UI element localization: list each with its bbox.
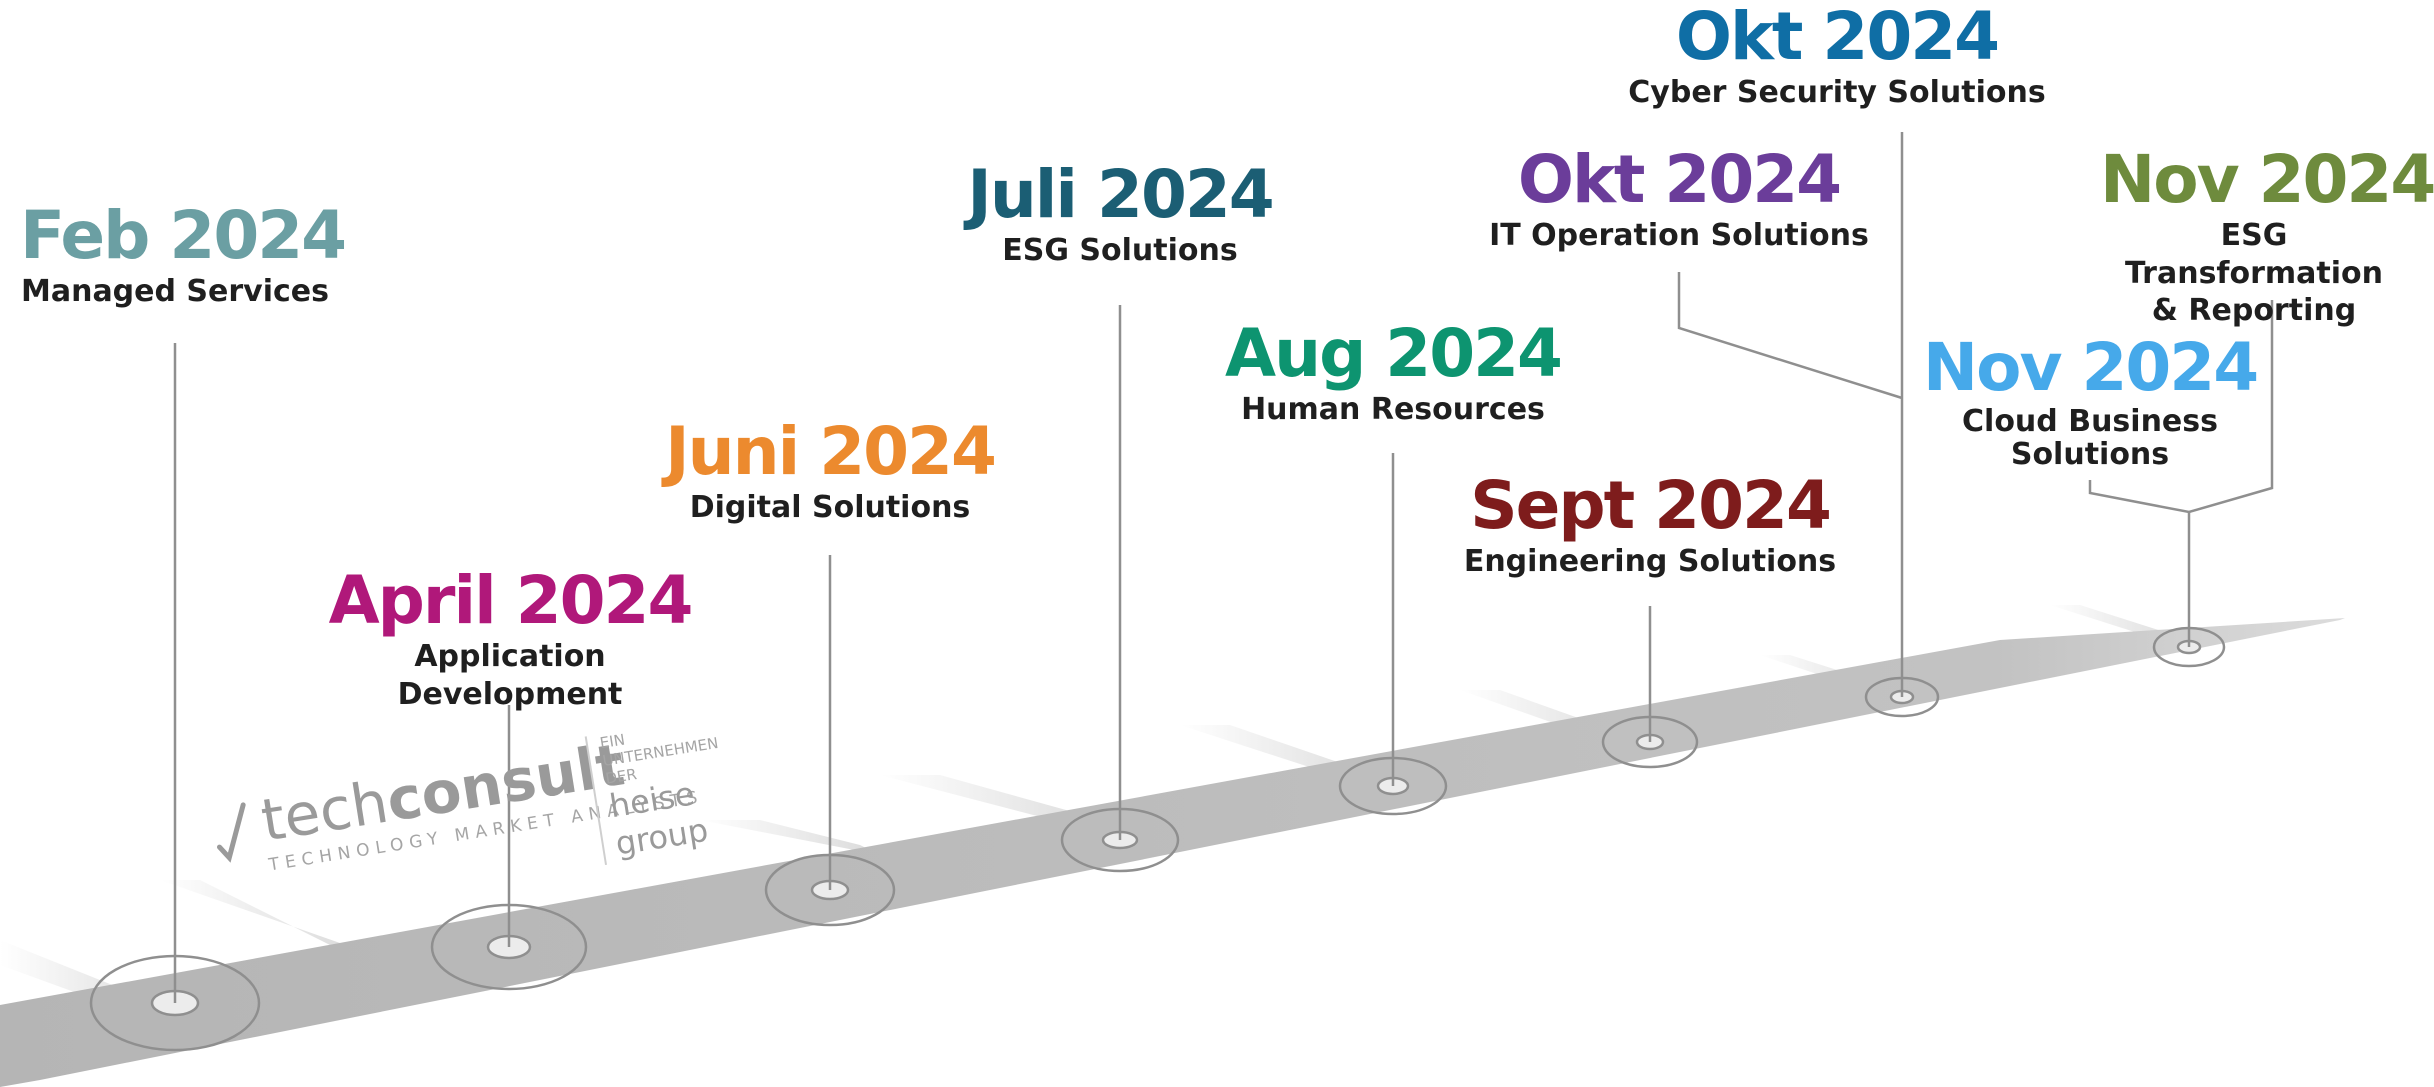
- milestone-markers: [89, 132, 2274, 1052]
- milestone-marker-sept: [1601, 606, 1699, 769]
- milestone-marker-nov: [2088, 300, 2274, 668]
- milestone-topic: Engineering Solutions: [1463, 544, 1837, 579]
- milestone-marker-feb: [89, 343, 261, 1052]
- techconsult-logo: techconsult TECHNOLOGY MARKET ANALYSTS E…: [207, 716, 735, 883]
- milestone-april-2024: April 2024 Application Development: [300, 568, 720, 715]
- milestone-feb-2024: Feb 2024 Managed Services: [20, 197, 347, 311]
- milestone-topic: Application Development: [397, 639, 623, 713]
- milestone-sept-2024: Sept 2024 Engineering Solutions: [1450, 473, 1850, 581]
- milestone-date: Okt 2024: [1675, 0, 2000, 75]
- milestone-date: Juni 2024: [665, 413, 997, 490]
- milestone-date: Feb 2024: [20, 197, 347, 274]
- milestone-date: Aug 2024: [1225, 315, 1563, 392]
- milestone-marker-okt: [1677, 132, 1940, 718]
- milestone-topic: Managed Services: [20, 274, 329, 309]
- milestone-topic: IT Operation Solutions: [1489, 218, 1869, 253]
- milestone-topic: ESG Transformation & Reporting: [2125, 218, 2383, 328]
- milestone-topic: Human Resources: [1241, 392, 1545, 427]
- milestone-date: April 2024: [328, 562, 694, 639]
- milestone-marker-juli: [1060, 305, 1180, 873]
- checkmark-swoosh-icon: [207, 795, 276, 869]
- milestone-date: Juli 2024: [967, 156, 1274, 233]
- milestone-marker-juni: [764, 555, 896, 927]
- milestone-date: Nov 2024: [1922, 329, 2259, 406]
- milestone-juni-2024: Juni 2024 Digital Solutions: [650, 419, 1010, 527]
- milestone-okt-2024-it-operation: Okt 2024 IT Operation Solutions: [1479, 147, 1879, 255]
- milestone-juli-2024: Juli 2024 ESG Solutions: [950, 162, 1290, 270]
- milestone-nov-2024-cloud-business: Nov 2024 Cloud Business Solutions: [1910, 329, 2270, 472]
- milestone-marker-april: [430, 705, 588, 991]
- milestone-date: Nov 2024: [2100, 141, 2434, 218]
- milestone-topic: Digital Solutions: [689, 490, 971, 525]
- milestone-topic: Cloud Business Solutions: [1962, 404, 2218, 472]
- milestone-nov-2024-esg-transformation: Nov 2024 ESG Transformation & Reporting: [2100, 141, 2434, 330]
- milestone-marker-aug: [1338, 453, 1448, 816]
- milestone-date: Okt 2024: [1517, 141, 1842, 218]
- milestone-topic: Cyber Security Solutions: [1628, 75, 2046, 110]
- milestone-topic: ESG Solutions: [1002, 233, 1238, 268]
- heise-group-badge: EIN UNTERNEHMEN DER heise group: [584, 716, 735, 866]
- milestone-date: Sept 2024: [1470, 467, 1832, 544]
- milestone-okt-2024-cyber-security: Okt 2024 Cyber Security Solutions: [1622, 4, 2052, 112]
- milestone-aug-2024: Aug 2024 Human Resources: [1223, 321, 1563, 429]
